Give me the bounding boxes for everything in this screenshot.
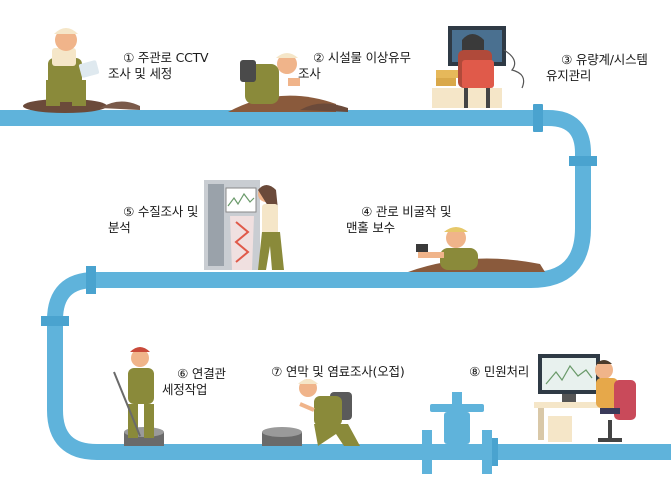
worker-smoke-test-icon [262, 379, 360, 446]
worker-repair-icon [408, 227, 545, 272]
step-6-label: ⑥ 연결관 세정작업 [162, 350, 226, 414]
step-6-text: 연결관 세정작업 [162, 366, 226, 397]
step-2-number: ② [313, 50, 325, 65]
step-1-label: ① 주관로 CCTV 조사 및 세정 [108, 34, 209, 98]
step-7-text: 연막 및 염료조사(오접) [285, 364, 405, 379]
step-8-label: ⑧ 민원처리 [454, 348, 529, 396]
water-analysis-icon [204, 180, 284, 270]
step-1-text: 주관로 CCTV 조사 및 세정 [108, 50, 209, 81]
pipe-joints [41, 104, 597, 466]
step-5-number: ⑤ [123, 204, 135, 219]
main-pipe [0, 110, 671, 460]
step-4-text: 관로 비굴작 및 맨홀 보수 [346, 204, 452, 235]
step-2-label: ② 시설물 이상유무 조사 [298, 34, 411, 98]
step-5-text: 수질조사 및 분석 [108, 204, 199, 235]
step-3-label: ③ 유량계/시스템 유지관리 [546, 36, 648, 100]
step-6-number: ⑥ [177, 366, 189, 381]
step-7-number: ⑦ [271, 364, 283, 379]
step-2-text: 시설물 이상유무 조사 [298, 50, 411, 81]
worker-cctv-icon [23, 28, 140, 113]
valve-icon [422, 392, 492, 474]
office-desk-icon [534, 354, 636, 442]
worker-manhole-icon [113, 347, 164, 446]
monitor-operator-icon [432, 26, 525, 108]
step-8-number: ⑧ [469, 364, 481, 379]
step-5-label: ⑤ 수질조사 및 분석 [108, 188, 198, 252]
step-4-label: ④ 관로 비굴작 및 맨홀 보수 [346, 188, 451, 252]
step-3-text: 유량계/시스템 유지관리 [546, 52, 648, 83]
step-3-number: ③ [561, 52, 573, 67]
step-1-number: ① [123, 50, 135, 65]
step-8-text: 민원처리 [483, 364, 530, 379]
step-4-number: ④ [361, 204, 373, 219]
worker-inspection-icon [228, 53, 348, 112]
step-7-label: ⑦ 연막 및 염료조사(오접) [256, 348, 405, 396]
